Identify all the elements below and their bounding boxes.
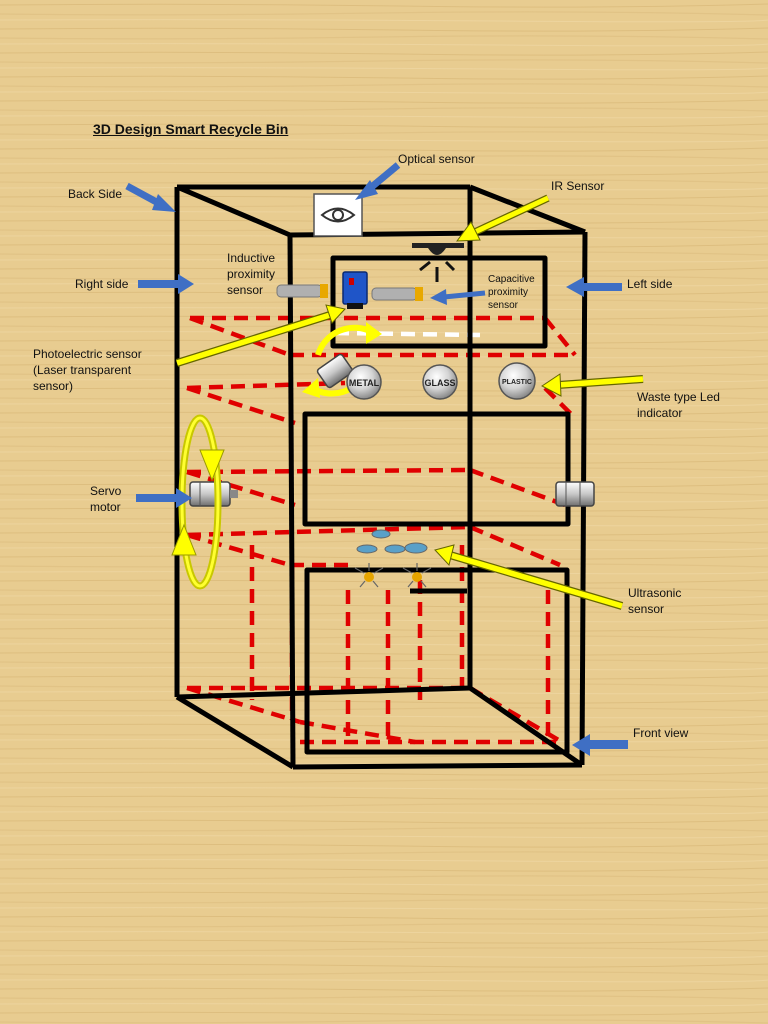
optical-sensor-icon	[313, 193, 363, 237]
arrow-waste-led-indicator	[541, 373, 644, 397]
arrow-ir-sensor	[455, 194, 550, 242]
arrow-right-side	[138, 274, 194, 294]
capacitive-sensor-icon	[371, 287, 423, 301]
arrow-optical-sensor	[355, 162, 401, 200]
ultrasonic-sensor-icon	[354, 529, 432, 588]
drum-motor-icon	[316, 353, 354, 389]
label-left-side: Left side	[627, 277, 673, 291]
led-plastic: PLASTIC	[498, 362, 536, 400]
blue-arrows	[125, 162, 628, 756]
arrow-servo-motor	[136, 488, 192, 508]
arrow-ultrasonic-sensor	[434, 544, 624, 610]
arrow-photoelectric-sensor	[175, 304, 346, 367]
label-ir-sensor: IR Sensor	[551, 179, 605, 193]
yellow-arrows	[175, 194, 644, 610]
white-dashed-line	[334, 330, 481, 338]
label-waste-led-indicator: Waste type Led indicator	[637, 390, 720, 421]
photoelectric-sensor-icon	[342, 271, 368, 309]
label-inductive-sensor: Inductive proximity sensor	[227, 251, 276, 298]
led-metal: METAL	[346, 364, 382, 400]
arrow-capacitive-sensor	[430, 289, 486, 305]
label-servo-motor: Servo motor	[90, 484, 122, 515]
label-front-view: Front view	[633, 726, 689, 740]
label-ultrasonic-sensor: Ultrasonic sensor	[628, 586, 682, 617]
led-glass: GLASS	[422, 364, 458, 400]
svg-text:GLASS: GLASS	[424, 378, 455, 388]
ir-sensor-icon	[412, 243, 464, 282]
arrow-back-side	[125, 182, 176, 212]
label-capacitive-sensor: Capacitive proximity sensor	[488, 274, 535, 311]
arrow-front-view	[572, 734, 628, 756]
arrow-left-side	[566, 277, 622, 297]
label-optical-sensor: Optical sensor	[398, 152, 475, 166]
servo-motor-right-icon	[555, 481, 595, 507]
label-back-side: Back Side	[68, 187, 123, 201]
diagram-title: 3D Design Smart Recycle Bin	[93, 121, 289, 137]
inductive-sensor-icon	[276, 284, 328, 298]
label-right-side: Right side	[75, 277, 129, 291]
label-photoelectric-sensor: Photoelectric sensor (Laser transparent …	[33, 347, 142, 394]
svg-text:METAL: METAL	[349, 378, 380, 388]
svg-text:PLASTIC: PLASTIC	[502, 379, 532, 386]
